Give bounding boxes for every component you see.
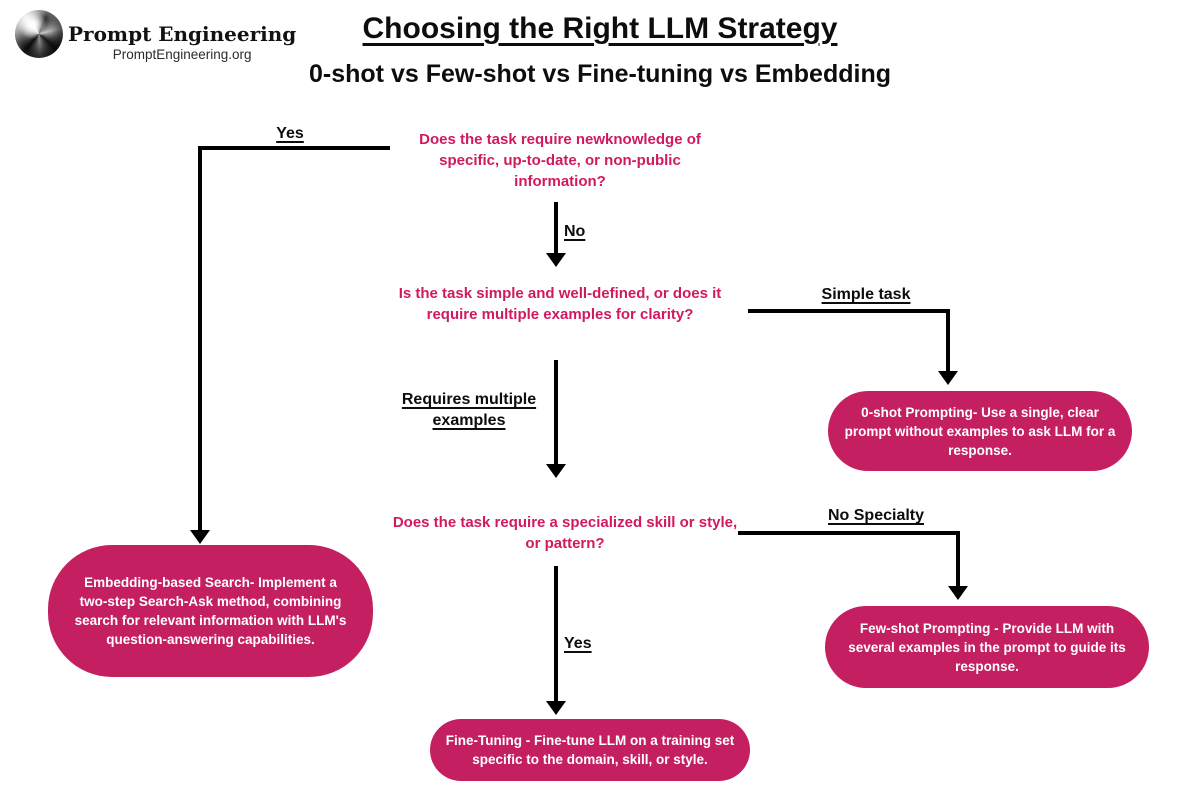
page-subtitle: 0-shot vs Few-shot vs Fine-tuning vs Emb… xyxy=(309,60,891,88)
decision-specialty: Does the task require a specialized skil… xyxy=(392,514,738,552)
brand: Prompt Engineering PromptEngineering.org xyxy=(15,10,296,62)
edge-label-requires-examples: Requires multiple examples xyxy=(401,391,537,429)
connector-yes-knowledge-horizontal xyxy=(198,146,390,150)
edge-label-yes-specialty: Yes xyxy=(564,635,592,652)
arrowhead-down-few-shot-icon xyxy=(948,586,968,600)
edge-label-yes-knowledge: Yes xyxy=(276,125,304,142)
edge-label-simple-task: Simple task xyxy=(821,286,911,303)
connector-no-specialty-horizontal xyxy=(738,531,960,535)
decision-simplicity: Is the task simple and well-defined, or … xyxy=(398,285,722,323)
result-fine-tuning: Fine-Tuning - Fine-tune LLM on a trainin… xyxy=(430,719,750,781)
arrowhead-down-embedding-icon xyxy=(190,530,210,544)
arrowhead-down-specialty-icon xyxy=(546,464,566,478)
connector-simple-task-horizontal xyxy=(748,309,950,313)
result-zero-shot: 0-shot Prompting- Use a single, clear pr… xyxy=(828,391,1132,471)
arrowhead-down-simplicity-icon xyxy=(546,253,566,267)
arrowhead-down-zero-shot-icon xyxy=(938,371,958,385)
brand-logo-icon xyxy=(15,10,63,58)
edge-label-no-knowledge: No xyxy=(564,223,586,240)
connector-simple-task-vertical xyxy=(946,309,950,372)
edge-label-no-specialty: No Specialty xyxy=(827,507,925,524)
brand-site: PromptEngineering.org xyxy=(112,47,252,62)
brand-name: Prompt Engineering xyxy=(68,22,297,46)
connector-no-knowledge-vertical xyxy=(554,202,558,254)
header: Choosing the Right LLM Strategy 0-shot v… xyxy=(250,12,950,89)
brand-text: Prompt Engineering PromptEngineering.org xyxy=(68,10,296,62)
arrowhead-down-fine-tuning-icon xyxy=(546,701,566,715)
connector-yes-knowledge-vertical xyxy=(198,146,202,532)
result-embedding: Embedding-based Search- Implement a two-… xyxy=(48,545,373,677)
connector-no-specialty-vertical xyxy=(956,531,960,587)
result-few-shot: Few-shot Prompting - Provide LLM with se… xyxy=(825,606,1149,688)
decision-knowledge: Does the task require newknowledge of sp… xyxy=(419,131,701,190)
connector-requires-examples-vertical xyxy=(554,360,558,465)
page-title: Choosing the Right LLM Strategy xyxy=(362,12,838,45)
connector-yes-specialty-vertical xyxy=(554,566,558,702)
